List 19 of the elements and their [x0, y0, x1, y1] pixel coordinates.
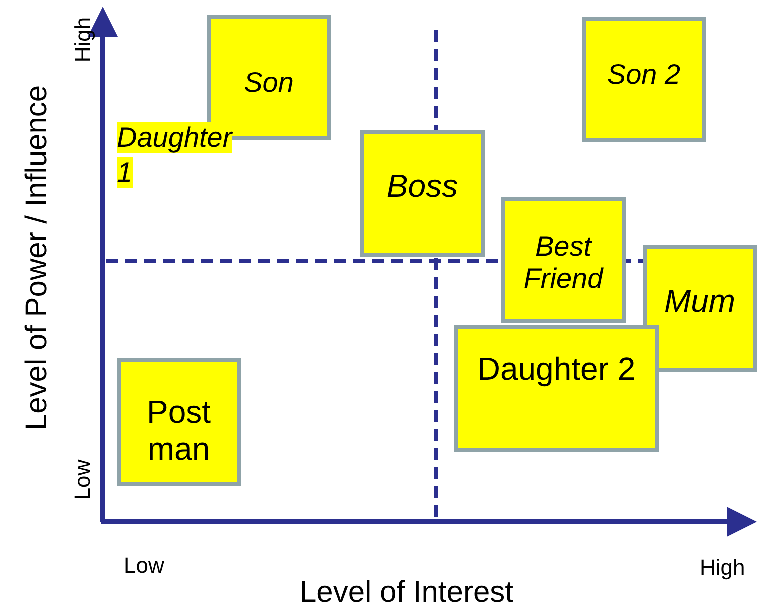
sticky-note: [360, 130, 485, 257]
axis-title: Level of Interest: [300, 576, 514, 610]
note-text: Mum: [664, 283, 736, 320]
sticky-note: [643, 245, 757, 372]
axis-tick-label: High: [70, 17, 96, 63]
note-text: Best Friend: [522, 231, 605, 296]
sticky-note: [117, 358, 241, 486]
note-text: Daughter 2: [477, 351, 636, 388]
note-text: Boss: [386, 168, 458, 205]
axis-tick-label: High: [700, 555, 746, 581]
note-text: Son: [244, 67, 294, 100]
sticky-note: [501, 197, 626, 323]
axis-tick-label: Low: [124, 553, 164, 579]
note-text: Post man: [146, 394, 212, 468]
sticky-note: [454, 325, 659, 452]
sticky-note: [582, 17, 706, 142]
axis-tick-label: Low: [70, 460, 96, 500]
axis-title: Level of Power / Influence: [20, 85, 54, 431]
note-text: Son 2: [607, 59, 681, 92]
